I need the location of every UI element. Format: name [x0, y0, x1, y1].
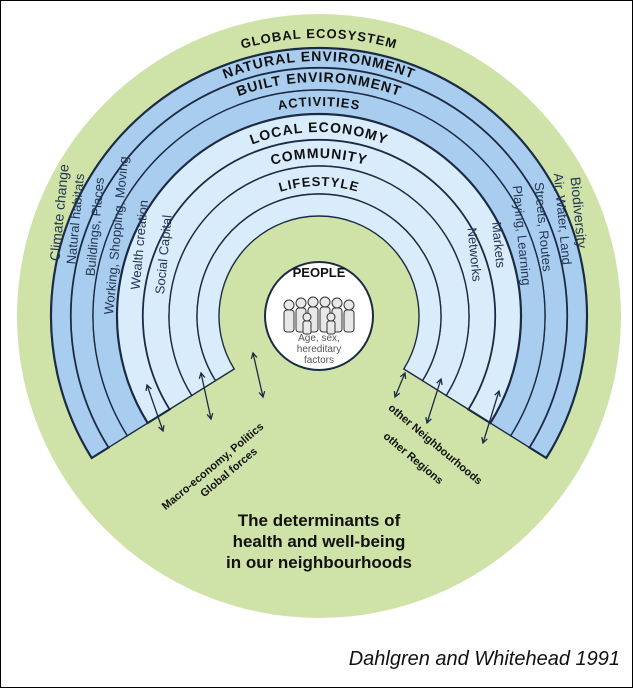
subtitle-line-3: in our neighbourhoods	[226, 553, 412, 572]
side-label-right-6: Networks	[465, 227, 485, 283]
ring-title-6: COMMUNITY	[269, 145, 370, 168]
diagram-bands	[49, 46, 589, 460]
influence-arrow	[481, 389, 501, 445]
subtitle-line-1: The determinants of	[238, 511, 401, 530]
citation-caption: Dahlgren and Whitehead 1991	[348, 648, 620, 670]
band-7	[196, 193, 442, 382]
influence-arrow	[145, 383, 165, 433]
subtitle-line-2: health and well-being	[233, 532, 406, 551]
influence-arrow	[198, 371, 214, 421]
people-group-icon	[283, 296, 355, 335]
people-title: PEOPLE	[293, 265, 346, 280]
influence-arrow	[393, 371, 407, 399]
people-core-circle	[264, 261, 374, 371]
influence-arrow	[250, 351, 266, 399]
people-factor-line-3: factors	[304, 355, 334, 366]
side-label-right-1: Biodiversity	[568, 176, 591, 249]
influence-arrow	[425, 377, 443, 425]
influence-arrows	[145, 351, 501, 445]
people-factor-line-1: Age, sex,	[298, 333, 340, 344]
ring-title-4: ACTIVITIES	[276, 94, 361, 113]
people-factor-line-2: hereditary	[297, 344, 341, 355]
side-label-right-5: Markets	[489, 221, 508, 269]
ring-title-7: LIFESTYLE	[277, 174, 361, 195]
